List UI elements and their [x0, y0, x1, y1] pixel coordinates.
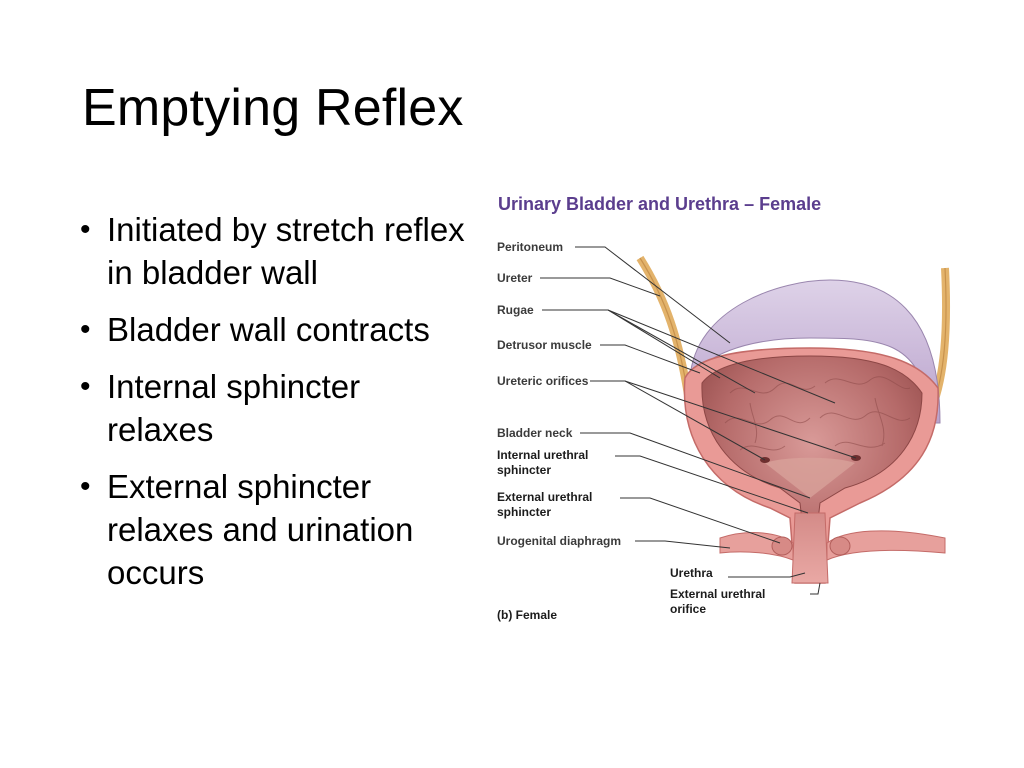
label-bladder-neck: Bladder neck: [497, 426, 573, 440]
label-ureteric-orifices: Ureteric orifices: [497, 374, 589, 388]
label-line: Internal urethral: [497, 448, 589, 462]
urethra: [791, 512, 829, 584]
bullet-item: • Internal sphincter relaxes: [80, 365, 475, 451]
trigone: [765, 457, 855, 498]
label-line: External urethral: [497, 490, 593, 504]
bullet-item: • External sphincter relaxes and urinati…: [80, 465, 475, 594]
label-line: sphincter: [497, 463, 552, 477]
label-line: sphincter: [497, 505, 552, 519]
label-detrusor-muscle: Detrusor muscle: [497, 338, 592, 352]
label-peritoneum: Peritoneum: [497, 240, 564, 254]
external-sphincter-right: [829, 536, 851, 556]
bullet-item: • Initiated by stretch reflex in bladder…: [80, 208, 475, 294]
label-urogenital-diaphragm: Urogenital diaphragm: [497, 534, 622, 548]
slide-title: Emptying Reflex: [82, 79, 464, 137]
bullet-text: Internal sphincter relaxes: [107, 368, 361, 448]
figure-title: Urinary Bladder and Urethra – Female: [498, 194, 822, 214]
bullet-dot: •: [80, 213, 91, 246]
label-panel-female: (b) Female: [497, 608, 558, 622]
bladder-figure: Urinary Bladder and Urethra – Female Per…: [490, 188, 960, 633]
label-line: External urethral: [670, 587, 766, 601]
label-external-urethral-sphincter: External urethral sphincter: [497, 490, 592, 520]
bullet-text: Bladder wall contracts: [107, 311, 430, 348]
external-sphincter-left: [771, 536, 793, 556]
label-internal-urethral-sphincter: Internal urethral sphincter: [497, 448, 588, 478]
label-urethra: Urethra: [670, 566, 713, 580]
bullet-dot: •: [80, 370, 91, 403]
peritoneum: [689, 279, 941, 424]
bullet-dot: •: [80, 470, 91, 503]
label-external-urethral-orifice: External urethral orifice: [670, 587, 765, 617]
bullet-item: • Bladder wall contracts: [80, 308, 475, 351]
label-line: orifice: [670, 602, 707, 616]
leader-lines: [540, 246, 857, 595]
label-rugae: Rugae: [497, 303, 534, 317]
bullet-text: Initiated by stretch reflex in bladder w…: [107, 211, 465, 291]
bladder-illustration: [540, 246, 951, 595]
urogenital-diaphragm-right: [826, 530, 946, 561]
bullet-list: • Initiated by stretch reflex in bladder…: [80, 208, 475, 608]
bullet-text: External sphincter relaxes and urination…: [107, 468, 414, 591]
label-ureter: Ureter: [497, 271, 533, 285]
bullet-dot: •: [80, 313, 91, 346]
